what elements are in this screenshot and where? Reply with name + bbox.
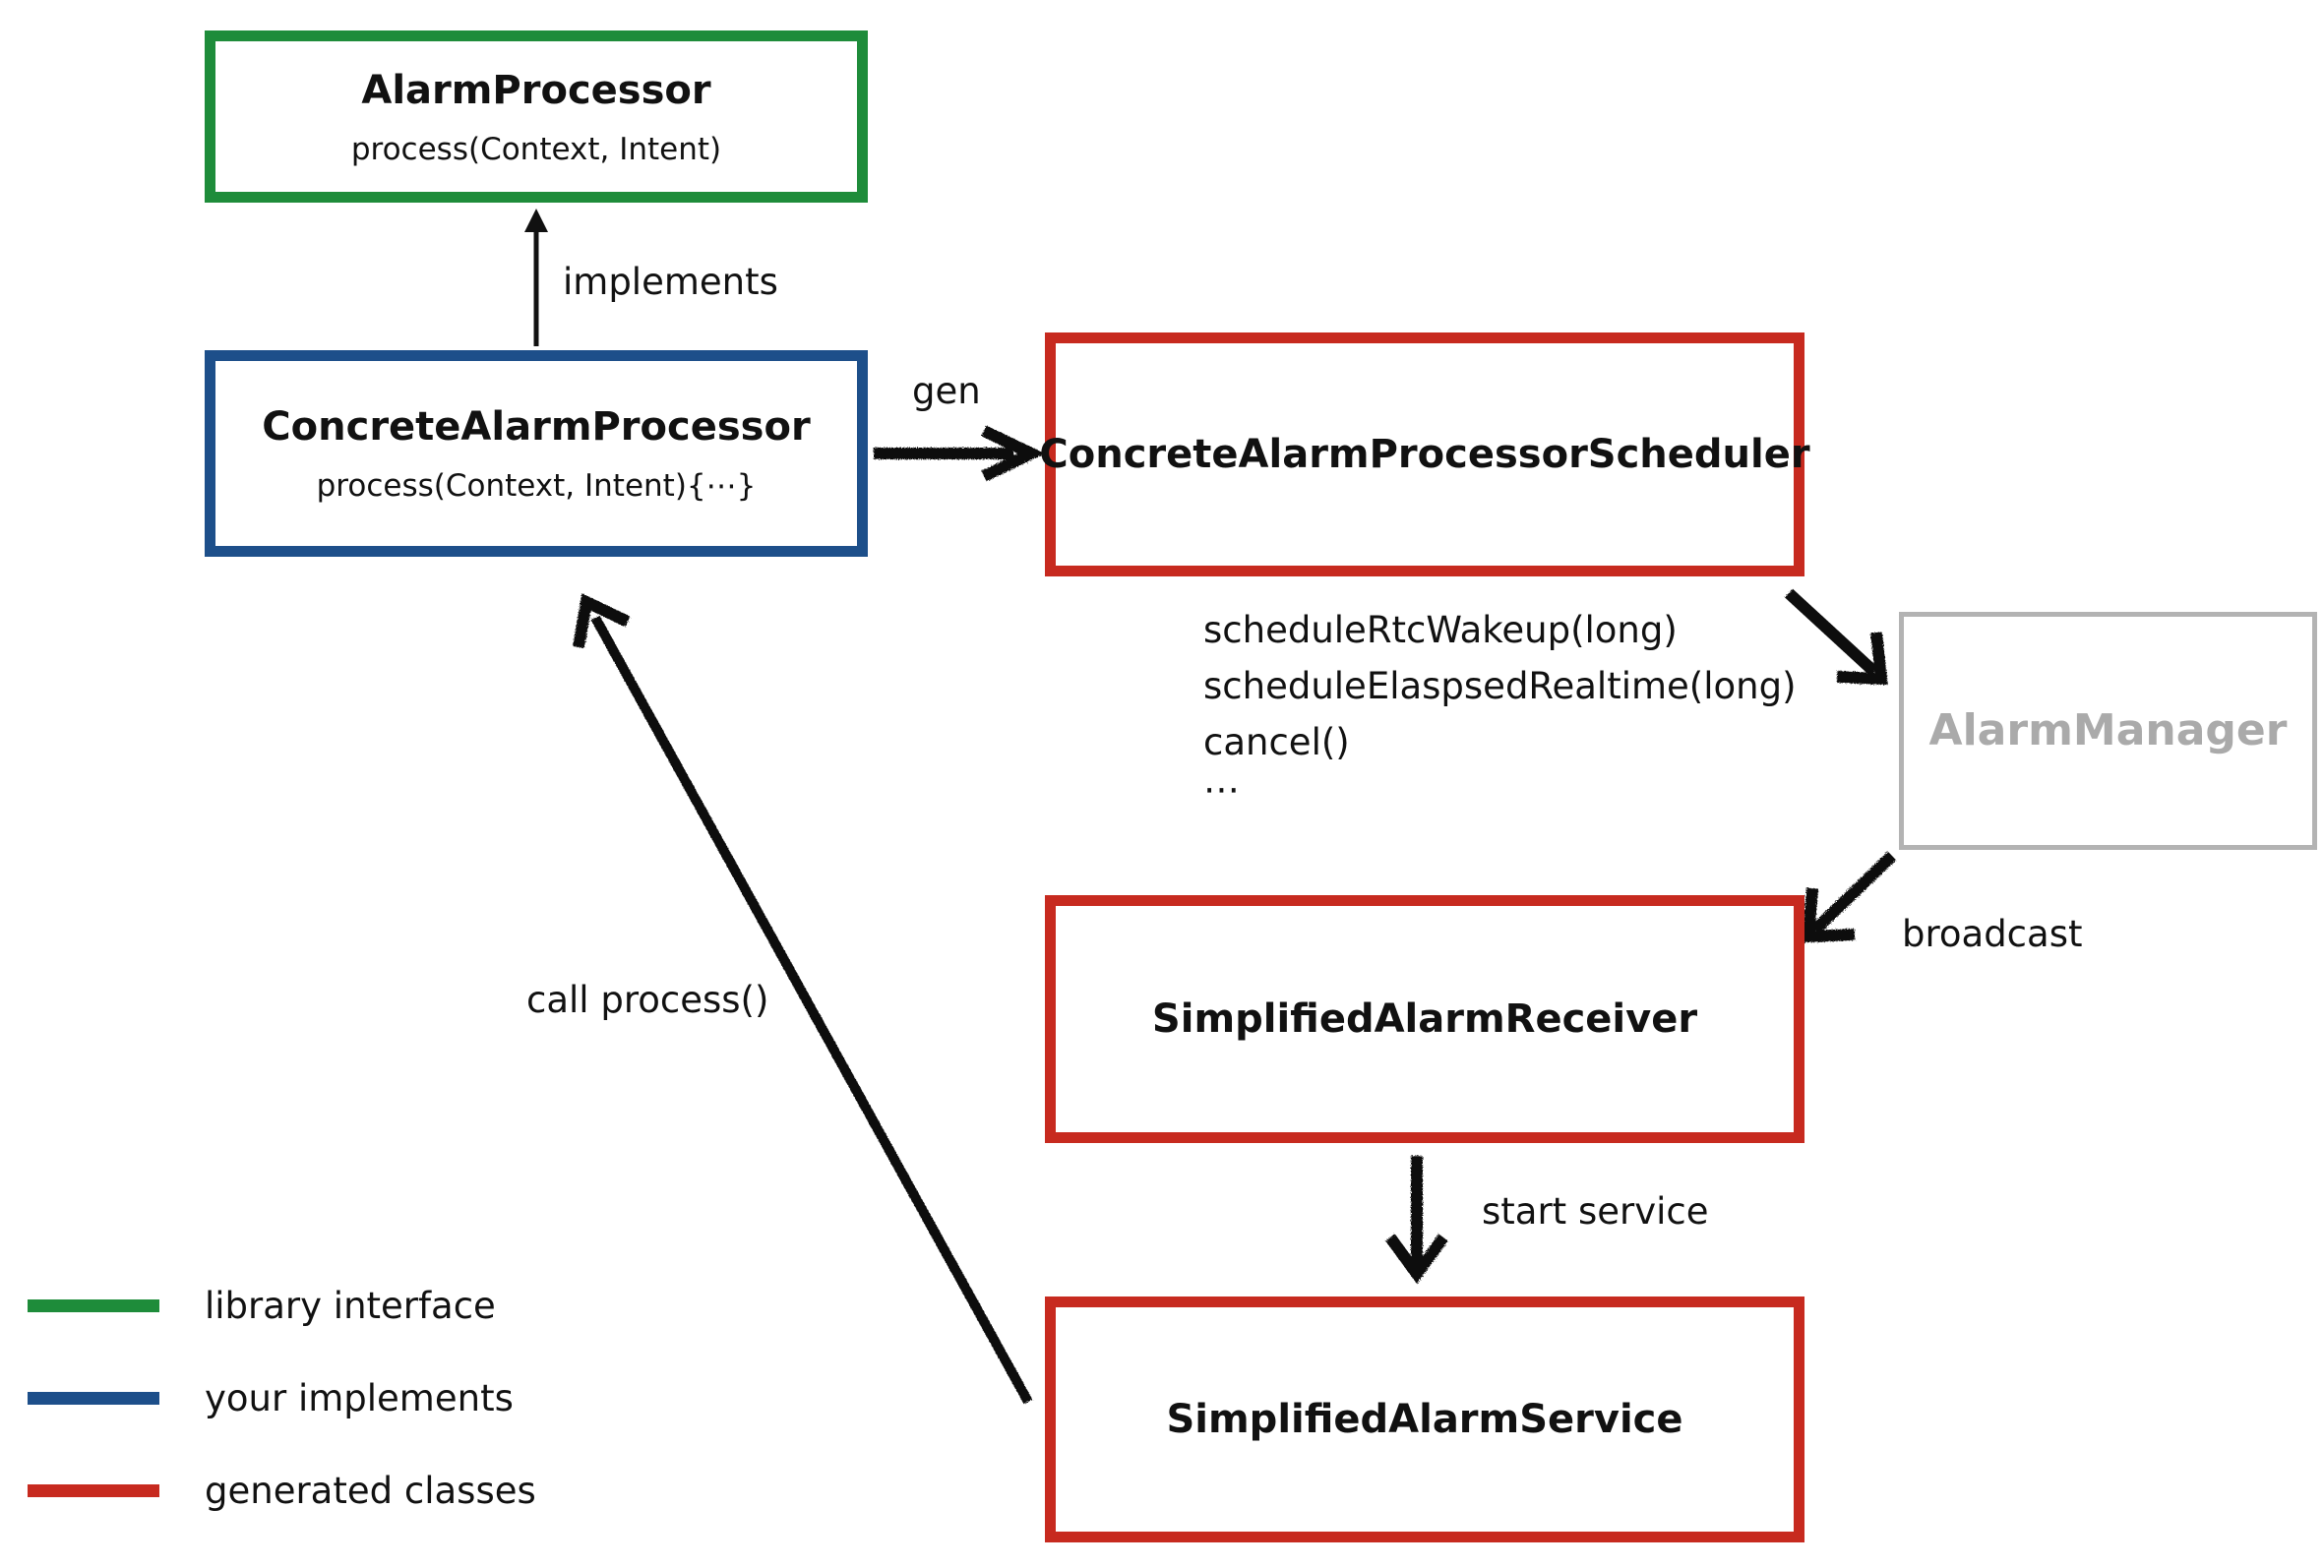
legend-item-generated-classes: generated classes xyxy=(28,1461,536,1520)
start-service-label: start service xyxy=(1482,1190,1709,1233)
legend-swatch-red xyxy=(28,1483,159,1497)
scheduler-method-item: cancel() xyxy=(1203,721,1350,763)
call-process-arrow xyxy=(573,593,1033,1405)
call-process-label: call process() xyxy=(526,979,769,1021)
implements-label: implements xyxy=(563,261,778,303)
alarm-processor-title: AlarmProcessor xyxy=(361,67,711,113)
legend-item-your-implements: your implements xyxy=(28,1368,514,1427)
schedule-arrow xyxy=(1784,588,1888,686)
concrete-alarm-processor-method: process(Context, Intent){⋯} xyxy=(316,468,757,504)
legend-label: generated classes xyxy=(205,1469,536,1512)
scheduler-method-item: scheduleRtcWakeup(long) xyxy=(1203,609,1678,651)
simplified-receiver-title: SimplifiedAlarmReceiver xyxy=(1151,996,1698,1042)
simplified-service-title: SimplifiedAlarmService xyxy=(1166,1397,1683,1442)
alarm-processor-node: AlarmProcessor process(Context, Intent) xyxy=(205,30,868,203)
concrete-scheduler-node: ConcreteAlarmProcessorScheduler xyxy=(1039,332,1810,576)
simplified-receiver-node: SimplifiedAlarmReceiver xyxy=(1045,895,1804,1143)
start-service-arrow xyxy=(1385,1156,1448,1285)
gen-label: gen xyxy=(912,370,981,412)
legend-swatch-blue xyxy=(28,1391,159,1405)
concrete-scheduler-title: ConcreteAlarmProcessorScheduler xyxy=(1039,432,1810,477)
broadcast-label: broadcast xyxy=(1902,913,2083,955)
concrete-alarm-processor-title: ConcreteAlarmProcessor xyxy=(262,404,811,450)
scheduler-method-item: ⋯ xyxy=(1203,768,1240,811)
legend-swatch-green xyxy=(28,1298,159,1312)
scheduler-methods-list: scheduleRtcWakeup(long) scheduleElaspsed… xyxy=(1203,602,1797,810)
broadcast-arrow xyxy=(1802,851,1897,943)
implements-arrow xyxy=(524,209,548,346)
legend-label: library interface xyxy=(205,1284,496,1327)
concrete-alarm-processor-node: ConcreteAlarmProcessor process(Context, … xyxy=(205,350,868,557)
gen-arrow xyxy=(874,425,1045,482)
simplified-service-node: SimplifiedAlarmService xyxy=(1045,1297,1804,1542)
alarm-manager-title: AlarmManager xyxy=(1928,704,2288,755)
alarm-processor-method: process(Context, Intent) xyxy=(350,131,722,167)
scheduler-method-item: scheduleElaspsedRealtime(long) xyxy=(1203,665,1797,707)
legend-label: your implements xyxy=(205,1376,514,1419)
legend-item-library-interface: library interface xyxy=(28,1276,496,1335)
alarm-manager-node: AlarmManager xyxy=(1899,612,2317,850)
